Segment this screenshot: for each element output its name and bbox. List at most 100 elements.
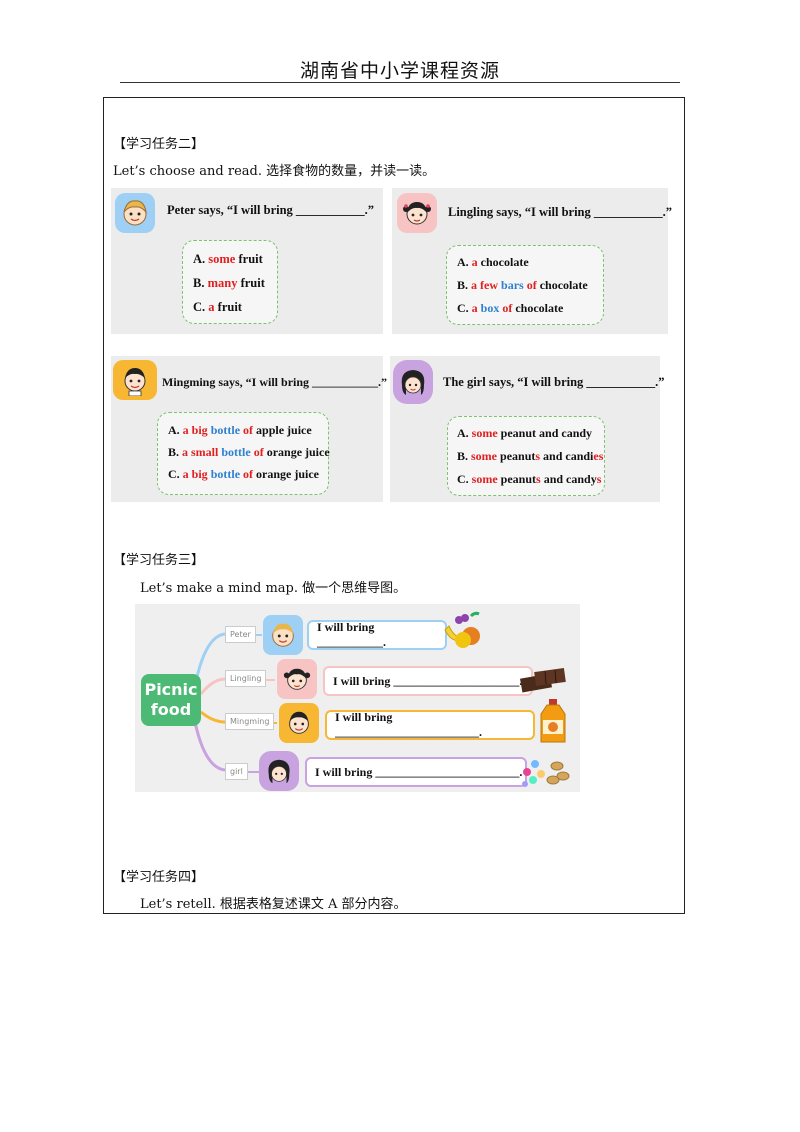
option-b[interactable]: B. a small bottle of orange juice [168,441,330,463]
option-segment: s [536,472,541,486]
option-segment: a big [182,423,208,437]
mm-lingling-avatar [277,659,317,699]
lingling-options: A. a chocolate B. a few bars of chocolat… [446,245,604,325]
option-a[interactable]: A. a chocolate [457,251,603,274]
bring-girl[interactable]: I will bring ________________________. [305,757,527,787]
task2-heading: 【学习任务二】 [113,137,205,152]
option-segment: C. [168,467,183,481]
mind-map: Picnic food Peter Lingling Mingming girl… [135,604,580,792]
option-segment: bottle [210,423,241,437]
mingming-says: Mingming says, “I will bring ___________… [162,375,388,389]
juice-bottle-icon [540,699,566,743]
option-b[interactable]: B. a few bars of chocolate [457,274,603,297]
option-segment: es [593,449,604,463]
option-c[interactable]: C. a fruit [193,295,277,319]
task3-heading: 【学习任务三】 [113,553,205,568]
option-c[interactable]: C. a big bottle of orange juice [168,463,328,485]
task3-instruction: Let’s make a mind map. 做一个思维导图。 [140,581,407,596]
option-segment: and candy [540,472,597,486]
task2-instruction: Let’s choose and read. 选择食物的数量，并读一读。 [113,164,436,179]
fruit-icon [444,611,480,648]
option-segment: a [471,255,478,269]
option-segment: some [471,449,498,463]
boy-face-icon [123,200,147,226]
option-segment: peanut [497,472,537,486]
peanut-candy-icon [522,760,570,787]
option-segment: a [471,301,478,315]
content-frame [103,97,685,914]
tag-girl: girl [225,763,248,780]
bring-lingling[interactable]: I will bring _____________________. [323,666,533,696]
option-a[interactable]: A. some peanut and candy [457,422,604,445]
option-segment: fruit [237,276,265,290]
bring-mingming[interactable]: I will bring ________________________. [325,710,535,740]
option-a[interactable]: A. some fruit [193,247,277,271]
option-segment: of [253,445,264,459]
boy-face-icon [289,711,309,734]
panel-girl: The girl says, “I will bring ___________… [390,356,665,502]
option-segment: box [480,301,500,315]
option-segment: some [471,472,498,486]
option-b[interactable]: B. some peanuts and candies [457,445,604,468]
girl-says: The girl says, “I will bring ___________… [443,375,665,389]
chocolate-icon [520,667,566,693]
tag-mingming: Mingming [225,713,275,730]
option-segment: a small [182,445,219,459]
option-segment: fruit [235,252,263,266]
girl-face-icon [403,202,431,225]
girl-face-icon [401,370,425,395]
lingling-says: Lingling says, “I will bring ___________… [448,205,672,219]
option-segment: C. [193,300,209,314]
option-segment: orange juice [253,467,319,481]
mm-mingming-avatar [279,703,319,743]
mingming-avatar [113,360,157,400]
peter-says: Peter says, “I will bring ___________.” [167,203,375,217]
tag-peter: Peter [225,626,256,643]
peter-options: A. some fruit B. many fruit C. a fruit [182,240,278,324]
option-c[interactable]: C. some peanuts and candys [457,468,604,491]
option-segment: of [502,301,513,315]
option-segment: of [243,423,254,437]
girl-face-icon [283,668,311,690]
option-segment: chocolate [536,278,588,292]
option-segment: C. [457,301,472,315]
panel-mingming: Mingming says, “I will bring ___________… [111,356,387,502]
option-segment: B. [193,276,208,290]
mind-map-center: Picnic food [141,674,201,726]
option-segment: peanut and candy [497,426,593,440]
option-c[interactable]: C. a box of chocolate [457,297,603,320]
option-segment: orange juice [263,445,330,459]
option-segment: A. [193,252,209,266]
option-segment: s [535,449,541,463]
option-segment: bars [501,278,524,292]
option-segment: bottle [210,467,241,481]
option-b[interactable]: B. many fruit [193,271,277,295]
panel-lingling: Lingling says, “I will bring ___________… [392,188,672,334]
option-segment: of [243,467,254,481]
option-segment: and candi [540,449,594,463]
task4-instruction: Let’s retell. 根据表格复述课文 A 部分内容。 [140,897,407,912]
option-segment: chocolate [477,255,529,269]
bring-peter[interactable]: I will bring ___________. [307,620,447,650]
option-segment: apple juice [253,423,312,437]
option-segment: some [208,252,236,266]
option-segment: a few [471,278,499,292]
girl-avatar [393,360,433,404]
girl-face-icon [268,759,290,784]
tag-lingling: Lingling [225,670,267,687]
header-divider [120,82,680,83]
panel-peter: Peter says, “I will bring ___________.” … [111,188,383,334]
option-segment: of [526,278,537,292]
peter-avatar [115,193,155,233]
mingming-options: A. a big bottle of apple juice B. a smal… [157,412,330,495]
option-segment: B. [168,445,183,459]
option-segment: s [596,472,602,486]
option-segment: A. [457,255,472,269]
option-segment: C. [457,472,472,486]
mm-girl-avatar [259,751,299,791]
option-segment: B. [457,449,472,463]
option-segment: chocolate [512,301,564,315]
option-a[interactable]: A. a big bottle of apple juice [168,419,328,441]
option-segment: a [208,300,215,314]
option-segment: bottle [221,445,251,459]
